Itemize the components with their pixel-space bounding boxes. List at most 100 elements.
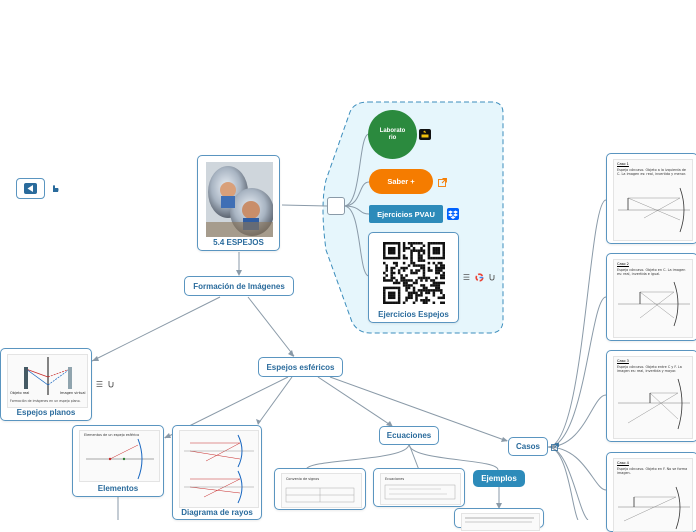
ecuaciones-image-1[interactable]: Convenio de signos	[274, 468, 366, 510]
ejemplos-image[interactable]	[454, 508, 544, 531]
qr-module	[442, 244, 445, 248]
qr-module	[432, 291, 436, 295]
qr-module	[397, 289, 401, 292]
qr-module	[387, 301, 391, 304]
planos-thumbnail: Objeto real Imagen virtual Formación de …	[7, 354, 88, 408]
diagrama-rayos-node[interactable]: Diagrama de rayos	[172, 425, 262, 520]
caso-4-card[interactable]: Caso 4 Espejo cóncavo. Objeto en F. No s…	[606, 452, 696, 532]
laboratorio-node[interactable]: Laborato rio	[368, 110, 417, 159]
qr-module	[402, 281, 406, 285]
saber-mas-node[interactable]: Saber +	[369, 169, 433, 194]
qr-module	[407, 284, 411, 287]
qr-module	[412, 281, 416, 285]
qr-module	[383, 246, 386, 250]
qr-module	[387, 246, 391, 250]
qr-module	[397, 286, 401, 290]
qr-module	[415, 271, 418, 275]
qr-module	[387, 249, 391, 252]
qr-module	[407, 242, 411, 245]
qr-module	[385, 256, 389, 260]
root-node[interactable]: 5.4 ESPEJOS	[197, 155, 280, 251]
qr-module	[385, 266, 389, 270]
qr-module	[442, 266, 445, 270]
attachment-icon[interactable]	[487, 272, 496, 282]
caso-2-diagram	[618, 281, 690, 327]
qr-module	[397, 299, 401, 302]
qr-module	[420, 291, 423, 295]
qr-module	[420, 284, 423, 287]
dropbox-icon[interactable]	[447, 208, 459, 220]
caso-2-card[interactable]: Caso 2 Espejo cóncavo. Objeto en C. La i…	[606, 253, 696, 341]
qr-module	[437, 251, 441, 255]
qr-module	[432, 301, 436, 304]
ejemplos-node[interactable]: Ejemplos	[473, 470, 525, 487]
pvau-label: Ejercicios PVAU	[377, 209, 435, 219]
qr-module	[432, 242, 436, 245]
attachment-icon[interactable]	[106, 379, 115, 389]
back-button[interactable]	[16, 178, 45, 199]
google-drive-icon[interactable]	[474, 272, 484, 282]
planos-obj-label: Objeto real	[10, 391, 30, 395]
qr-module	[435, 269, 438, 272]
ec2-thumbnail: Ecuaciones	[380, 473, 461, 505]
qr-module	[415, 249, 418, 252]
qr-module	[440, 291, 443, 295]
qr-module	[383, 251, 386, 255]
qr-module	[410, 261, 413, 265]
qr-module	[395, 242, 398, 245]
qr-module	[392, 281, 396, 285]
caso-3-title: Caso 3	[617, 359, 629, 363]
ecuaciones-node[interactable]: Ecuaciones	[379, 426, 439, 445]
qr-module	[415, 291, 418, 295]
espejos-esfericos-node[interactable]: Espejos esféricos	[258, 357, 343, 377]
caso-3-thumbnail: Caso 3 Espejo cóncavo. Objeto entre C y …	[613, 356, 693, 439]
qr-module	[407, 294, 411, 297]
external-link-icon[interactable]	[437, 177, 447, 187]
formacion-imagenes-node[interactable]: Formación de Imágenes	[184, 276, 294, 296]
qr-module	[417, 242, 421, 245]
ejercicios-pvau-node[interactable]: Ejercicios PVAU	[369, 205, 443, 223]
qr-module	[437, 256, 441, 260]
qr-module	[407, 264, 411, 267]
qr-module	[437, 246, 441, 250]
qr-module	[397, 251, 401, 255]
qr-module	[437, 281, 441, 285]
external-link-icon[interactable]	[550, 442, 559, 451]
caso-1-card[interactable]: Caso 1 Espejo cóncavo. Objeto a la izqui…	[606, 153, 696, 244]
qr-module	[383, 276, 386, 280]
floating-topic[interactable]	[327, 197, 345, 215]
qr-module	[405, 281, 408, 285]
elementos-node[interactable]: Elementos de un espejo esférico Elemento…	[72, 425, 164, 497]
qr-module	[430, 289, 433, 292]
qr-module	[387, 242, 391, 245]
qr-module	[440, 266, 443, 270]
qr-module	[412, 271, 416, 275]
notes-icon[interactable]: ☰	[95, 379, 104, 389]
caso-4-thumbnail: Caso 4 Espejo cóncavo. Objeto en F. No s…	[613, 458, 693, 532]
casos-node[interactable]: Casos	[508, 437, 548, 456]
qr-module	[397, 296, 401, 300]
qr-module	[395, 301, 398, 304]
qr-module	[435, 256, 438, 260]
qr-module	[437, 261, 441, 265]
qr-module	[435, 284, 438, 287]
qr-module	[420, 276, 423, 280]
qr-module	[392, 249, 396, 252]
qr-module	[390, 271, 393, 275]
caso-4-text: Espejo cóncavo. Objeto en F. No se forma…	[617, 467, 688, 475]
qr-module	[440, 276, 443, 280]
ejercicios-espejos-node[interactable]: Ejercicios Espejos	[368, 232, 459, 323]
labs-app-icon[interactable]	[419, 129, 431, 140]
espejos-planos-node[interactable]: Objeto real Imagen virtual Formación de …	[0, 348, 92, 421]
notes-icon[interactable]: ☰	[462, 272, 471, 282]
elementos-thumbnail: Elementos de un espejo esférico	[79, 430, 160, 482]
qr-module	[427, 249, 431, 252]
qr-module	[383, 296, 386, 300]
qr-module	[432, 249, 436, 252]
qr-module	[410, 251, 413, 255]
ecuaciones-image-2[interactable]: Ecuaciones	[373, 468, 465, 507]
qr-module	[392, 301, 396, 304]
caso-3-card[interactable]: Caso 3 Espejo cóncavo. Objeto entre C y …	[606, 350, 696, 442]
qr-module	[442, 274, 445, 277]
planos-img-label: Imagen virtual	[60, 391, 86, 395]
